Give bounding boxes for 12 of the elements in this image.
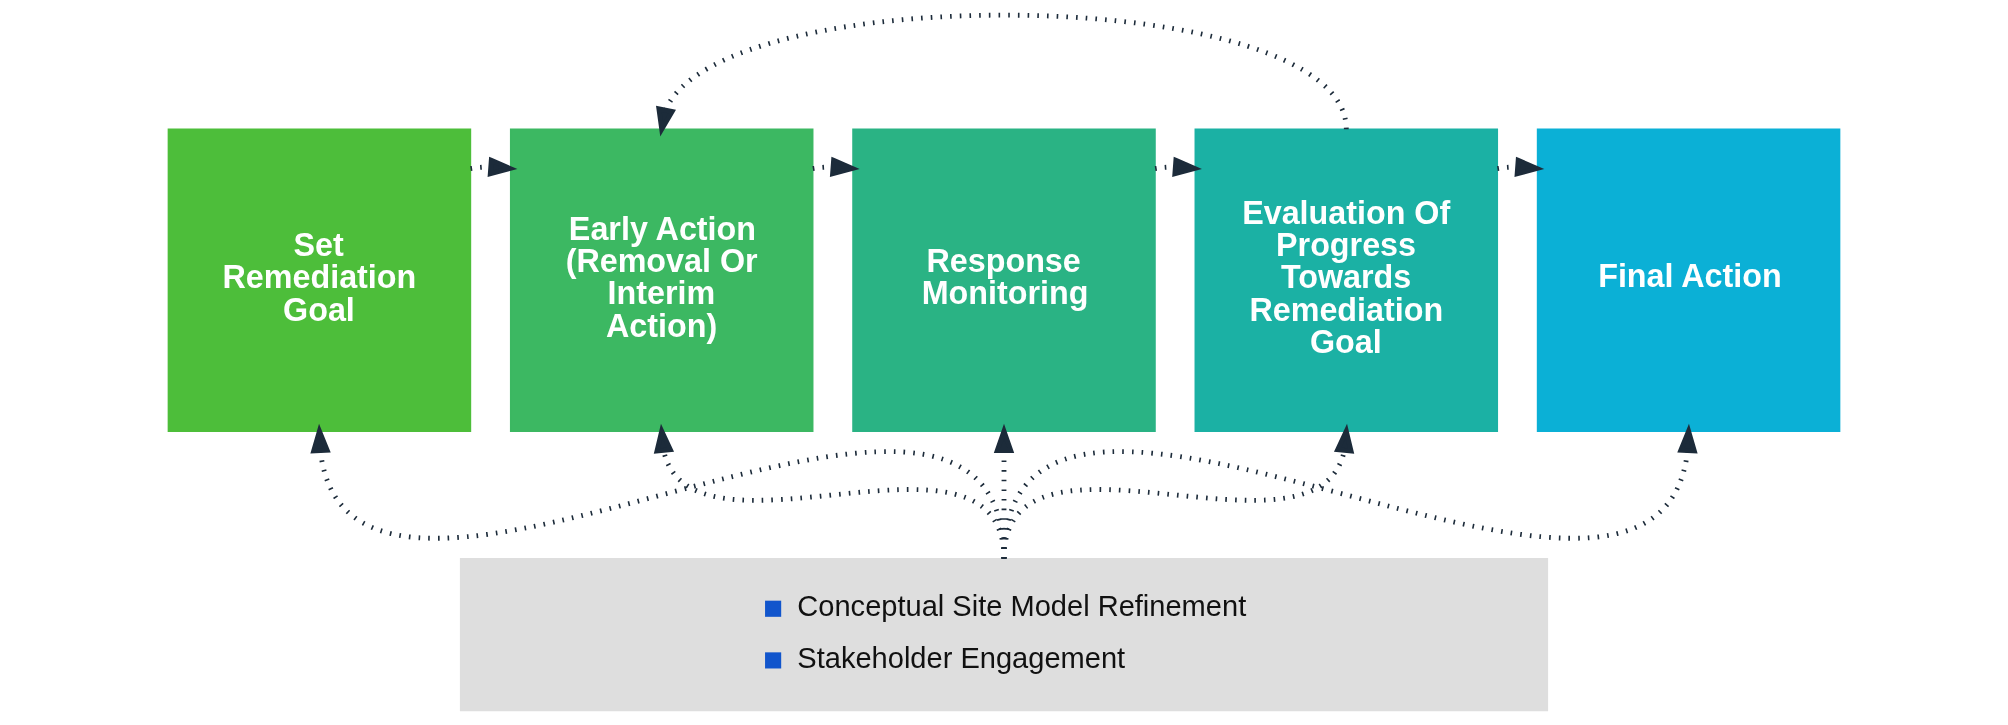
- arrow: [1154, 156, 1202, 177]
- node-box: Evaluation Of Progress Towards Remediation Goal: [1194, 128, 1499, 432]
- node-box: Final Action: [1536, 128, 1841, 432]
- arrow: [1001, 423, 1698, 560]
- arrow: [1497, 156, 1545, 177]
- node-box: Early Action (Removal Or Interim Action): [509, 128, 814, 432]
- arrow: [812, 156, 860, 177]
- arrow: [470, 156, 518, 177]
- arrow: [656, 12, 1349, 137]
- node-box: Response Monitoring: [852, 128, 1156, 432]
- node-box: Conceptual Site Model Refinement Stakeholder Engagement: [459, 557, 1549, 712]
- node-box: Set Remediation Goal: [167, 128, 472, 432]
